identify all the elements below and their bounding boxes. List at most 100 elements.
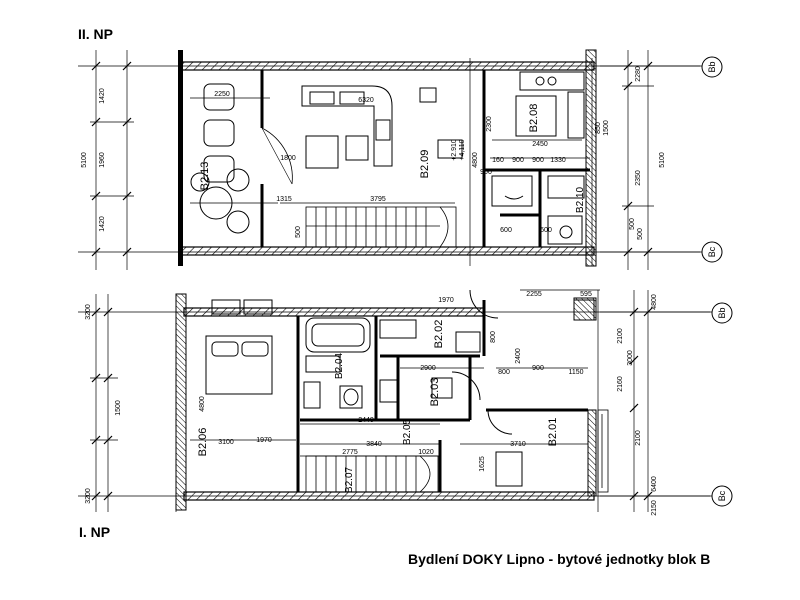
lower-bedroom-furniture [205,299,273,395]
upper-dim-left-2: 1420 [99,216,106,232]
drawing-caption: Bydlení DOKY Lipno - bytové jednotky blo… [408,551,711,567]
upper-tick-marks [91,61,653,257]
lower-dim-mid-4: 3840 [366,441,382,448]
upper-level-mark-2: +4,110 [459,139,466,160]
upper-dim-mid-5: 900 [532,157,544,164]
lower-dim-right-3: 2100 [617,328,624,344]
lower-axis-bubble-bb: Bb [711,302,733,324]
svg-text:Bb: Bb [707,61,717,72]
upper-dim-2300: 2300 [486,116,493,132]
lower-partitions [296,300,588,492]
lower-west-wall [175,293,187,511]
lower-east-wall [587,409,597,497]
lower-dim-top-2: 595 [580,291,592,298]
upper-dim-right-6: 500 [637,228,644,240]
lower-dim-right-1: 6400 [651,476,658,492]
lower-dim-top-1: 2255 [526,291,542,298]
lower-dim-left-3: 4800 [199,396,206,412]
upper-dim-mid-3: 160 [492,157,504,164]
lower-dim-left-1: 1500 [115,400,122,416]
lower-room-label-b207: B2.07 [344,466,355,493]
lower-dim-top-5: 900 [532,365,544,372]
lower-column [573,297,597,321]
lower-axis-bubble-bc: Bc [711,485,733,507]
lower-dim-mid-2: 800 [498,369,510,376]
upper-dim-left-0: 1420 [99,88,106,104]
upper-dim-left-1: 1960 [99,152,106,168]
upper-floor-plan [78,49,706,270]
upper-room-label-b210: B2.10 [575,186,586,213]
lower-dim-left-0: 3200 [85,304,92,320]
lower-floor-plan [78,289,716,512]
lower-dim-mid-6: 2775 [342,449,358,456]
upper-dim-right-4: 1500 [603,120,610,136]
lower-dim-mid-8: 3100 [218,439,234,446]
upper-dim-mid-2: 1800 [280,155,296,162]
upper-dim-mid-8: 600 [540,227,552,234]
svg-text:Bb: Bb [717,307,727,318]
upper-dim-right-5: 500 [629,218,636,230]
upper-kitchen [491,71,585,245]
lower-dim-mid-5: 3710 [510,441,526,448]
svg-text:Bc: Bc [707,246,717,257]
lower-dim-top-0: 1970 [438,297,454,304]
upper-room-label-b208: B2.08 [528,104,540,133]
upper-dim-4800: 4800 [472,152,479,168]
lower-dim-left-2: 3200 [85,488,92,504]
upper-door-swing [261,127,293,185]
lower-floor-label: I. NP [79,524,111,540]
upper-east-wall [585,49,597,267]
lower-room-label-b206: B2.06 [197,428,209,457]
lower-dim-right-6: 2100 [635,430,642,446]
lower-room-label-b203: B2.03 [429,378,441,407]
upper-dim-top-0: 2250 [214,91,230,98]
upper-north-wall [179,61,595,71]
lower-dim-top-3: 800 [490,331,497,343]
lower-dim-mid-7: 1020 [418,449,434,456]
lower-bathrooms [303,317,481,409]
upper-dim-mid-1: 3795 [370,196,386,203]
lower-dim-right-2: 2150 [651,500,658,516]
upper-axis-bubble-bb: Bb [701,56,723,78]
lower-dim-mid-3: 2440 [358,417,374,424]
upper-west-wall [178,50,183,266]
lower-dim-mid-0: 2900 [420,365,436,372]
upper-dim-500: 500 [295,226,302,238]
upper-dim-top-1: 6320 [358,97,374,104]
lower-north-wall [183,307,485,317]
upper-dim-right-2: 5100 [659,152,666,168]
upper-furniture-left [190,83,250,234]
lower-room-label-b202: B2.02 [433,320,445,349]
upper-furniture-living [301,85,463,169]
upper-floor-label: II. NP [78,26,114,42]
lower-dim-mid-10: 1625 [479,456,486,472]
lower-dim-right-4: 3000 [627,350,634,366]
upper-dim-right-0: 2280 [635,66,642,82]
upper-axis-bubble-bc: Bc [701,241,723,263]
lower-dim-right-0: 4800 [651,294,658,310]
upper-dim-mid-4: 900 [512,157,524,164]
upper-room-label-b213: B2.13 [199,162,211,191]
lower-room-label-b204: B2.04 [334,352,345,379]
upper-dim-mid-7: 600 [500,227,512,234]
lower-dim-mid-1: 1150 [568,369,583,376]
svg-text:Bc: Bc [717,490,727,501]
upper-partitions [260,70,590,247]
upper-dim-top-2: 2450 [532,141,548,148]
upper-dim-left-3: 5100 [81,152,88,168]
lower-room-label-b205: B2.05 [402,418,413,445]
lower-tick-marks [91,307,653,501]
upper-dim-right-3: 850 [595,122,602,134]
lower-south-wall [183,491,595,501]
lower-staircase [305,455,439,493]
lower-room-label-b201: B2.01 [547,418,559,447]
upper-south-wall [179,246,595,256]
lower-entrance-furniture [451,289,595,487]
lower-dim-top-4: 2400 [515,348,522,364]
upper-dim-top-3: 1330 [550,157,566,164]
upper-dim-mid-6: 900 [480,169,492,176]
lower-dim-right-5: 2160 [617,376,624,392]
upper-dim-mid-0: 1315 [276,196,292,203]
upper-staircase [305,206,457,248]
